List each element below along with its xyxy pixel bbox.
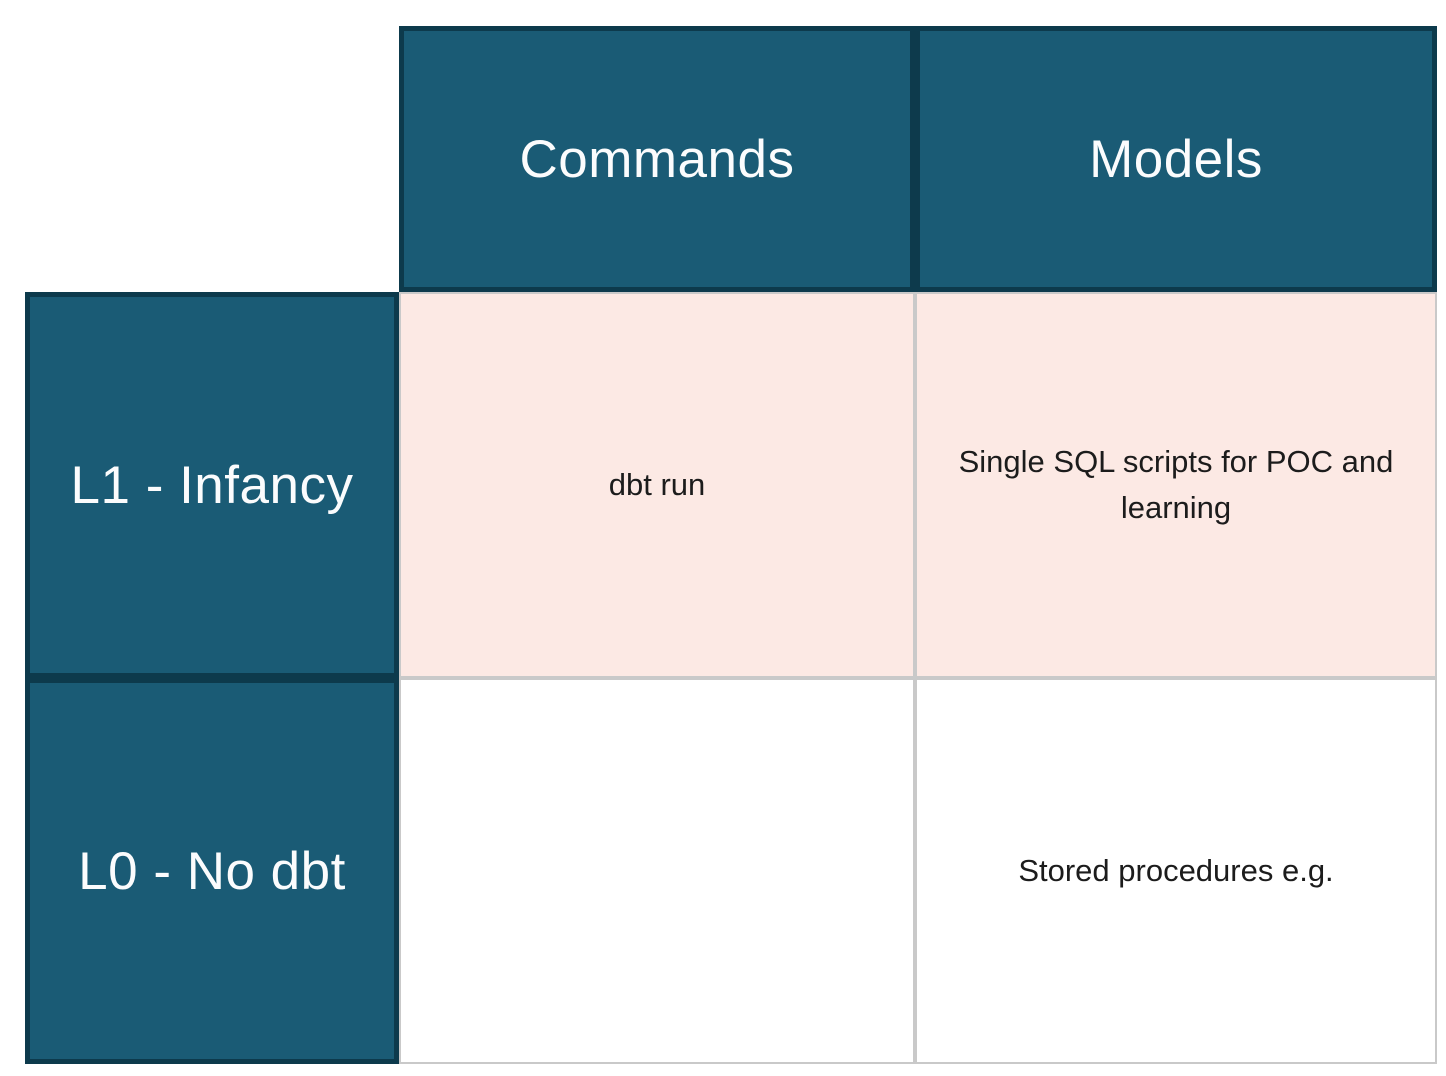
cell-text: Single SQL scripts for POC and learning — [958, 443, 1394, 526]
cell-text: dbt run — [608, 466, 706, 502]
cell-text: Stored procedures e.g. — [1018, 852, 1334, 888]
row-header-l0-no-dbt: L0 - No dbt — [25, 678, 399, 1064]
row-header-label: L1 - Infancy — [70, 455, 354, 515]
row-header-l1-infancy: L1 - Infancy — [25, 292, 399, 678]
column-header-models: Models — [915, 26, 1437, 292]
column-header-commands: Commands — [399, 26, 915, 292]
row-header-label: L0 - No dbt — [78, 841, 346, 901]
table: Commands Models L1 - Infancy dbt run Sin… — [25, 26, 1437, 1064]
cell-l1-commands: dbt run — [399, 292, 915, 678]
cell-l1-models: Single SQL scripts for POC and learning — [915, 292, 1437, 678]
column-header-label: Commands — [519, 129, 795, 189]
column-header-label: Models — [1089, 129, 1263, 189]
corner-cell — [25, 26, 399, 292]
cell-l0-models: Stored procedures e.g. — [915, 678, 1437, 1064]
cell-l0-commands — [399, 678, 915, 1064]
